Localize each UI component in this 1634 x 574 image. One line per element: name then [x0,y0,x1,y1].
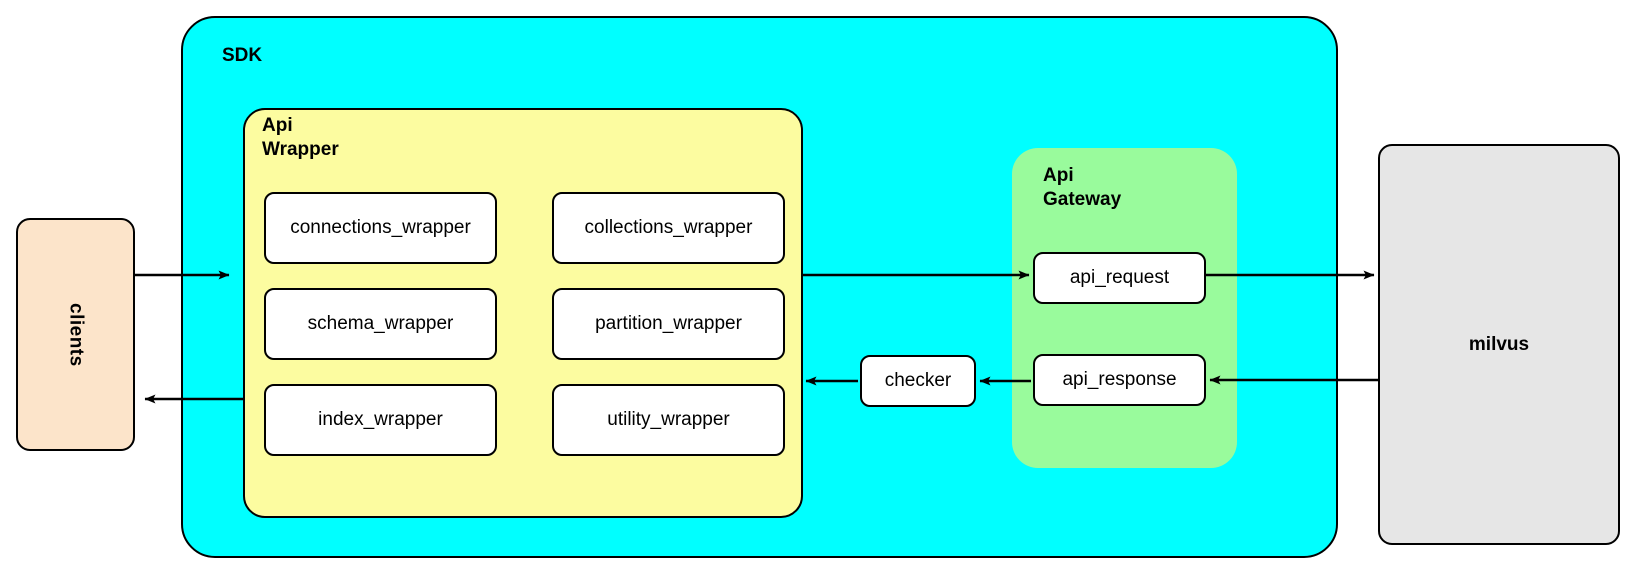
node-partition-wrapper[interactable]: partition_wrapper [552,288,785,360]
panel-api-gateway [1012,148,1237,468]
node-milvus[interactable]: milvus [1378,144,1620,545]
node-utility-wrapper[interactable]: utility_wrapper [552,384,785,456]
node-schema-wrapper[interactable]: schema_wrapper [264,288,497,360]
node-collections-wrapper[interactable]: collections_wrapper [552,192,785,264]
node-clients-label: clients [65,302,87,367]
panel-api-wrapper-title: Api Wrapper [262,115,339,160]
panel-sdk-title: SDK [222,45,263,66]
node-checker[interactable]: checker [860,355,976,407]
node-api-response[interactable]: api_response [1033,354,1206,406]
node-api-request[interactable]: api_request [1033,252,1206,304]
node-clients[interactable]: clients [16,218,135,451]
node-connections-wrapper[interactable]: connections_wrapper [264,192,497,264]
node-index-wrapper[interactable]: index_wrapper [264,384,497,456]
panel-api-gateway-title: Api Gateway [1043,165,1122,210]
